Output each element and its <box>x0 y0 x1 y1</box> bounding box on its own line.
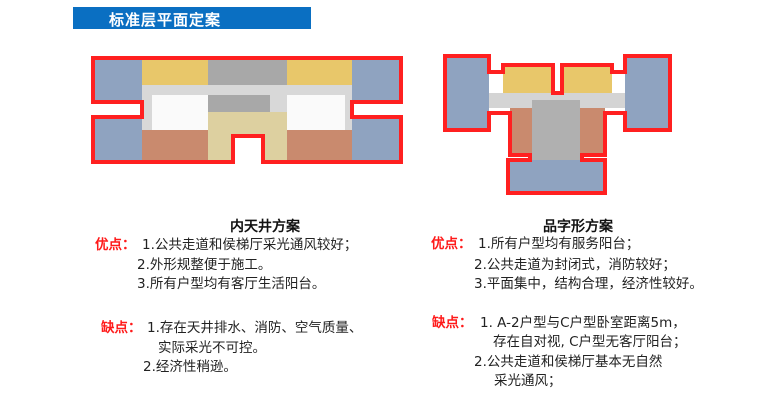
left-con-1: 1.存在天井排水、消防、空气质量、 <box>147 320 363 336</box>
outline <box>91 56 403 164</box>
right-pro-2: 2.公共走道为封闭式，消防较好； <box>474 257 676 273</box>
pin-shaped-floor-plan <box>443 54 672 195</box>
right-cons-label: 缺点： <box>432 315 473 331</box>
core <box>208 58 287 85</box>
left-cons-label: 缺点： <box>101 320 142 336</box>
core <box>208 95 270 112</box>
right-con-1-cont: 存在自对视, C户型无客厅阳台； <box>493 334 687 350</box>
core <box>532 100 580 160</box>
right-pro-1: 1.所有户型均有服务阳台； <box>478 236 640 252</box>
unit-a2 <box>508 160 605 193</box>
left-con-2: 2.经济性稍逊。 <box>143 359 237 375</box>
section-title: 标准层平面定案 <box>109 11 222 29</box>
left-pro-2: 2.外形规整便于施工。 <box>137 257 272 273</box>
right-con-2-cont: 采光通风； <box>494 373 562 389</box>
section-header: 标准层平面定案 <box>73 7 311 29</box>
unit-d <box>287 60 352 85</box>
left-pros-label: 优点： <box>95 237 136 253</box>
left-scheme-title: 内天井方案 <box>230 219 300 235</box>
right-con-2: 2.公共走道和侯梯厅基本无自然 <box>474 354 663 370</box>
left-pro-1: 1.公共走道和侯梯厅采光通风较好； <box>142 237 358 253</box>
right-pros-label: 优点： <box>431 236 472 252</box>
unit-a <box>95 118 142 160</box>
unit-b <box>142 130 208 160</box>
unit-d <box>142 60 208 85</box>
unit-a <box>95 60 142 102</box>
unit-a <box>352 60 401 102</box>
inner-courtyard-floor-plan <box>91 56 403 164</box>
right-con-1: 1. A-2户型与C户型卧室距离5m， <box>480 315 686 331</box>
unit-b <box>287 130 352 160</box>
unit-a <box>625 56 670 130</box>
left-pro-3: 3.所有户型均有客厅生活阳台。 <box>137 276 326 292</box>
unit-c <box>510 108 532 155</box>
outline <box>443 54 672 195</box>
unit-b <box>503 65 553 93</box>
right-scheme-title: 品字形方案 <box>543 219 613 235</box>
unit-c <box>580 108 605 155</box>
left-con-1-cont: 实际采光不可控。 <box>158 340 266 356</box>
unit-a <box>445 56 489 130</box>
unit-a <box>352 118 401 160</box>
unit-b <box>562 65 612 93</box>
right-pro-3: 3.平面集中，结构合理，经济性较好。 <box>474 276 703 292</box>
